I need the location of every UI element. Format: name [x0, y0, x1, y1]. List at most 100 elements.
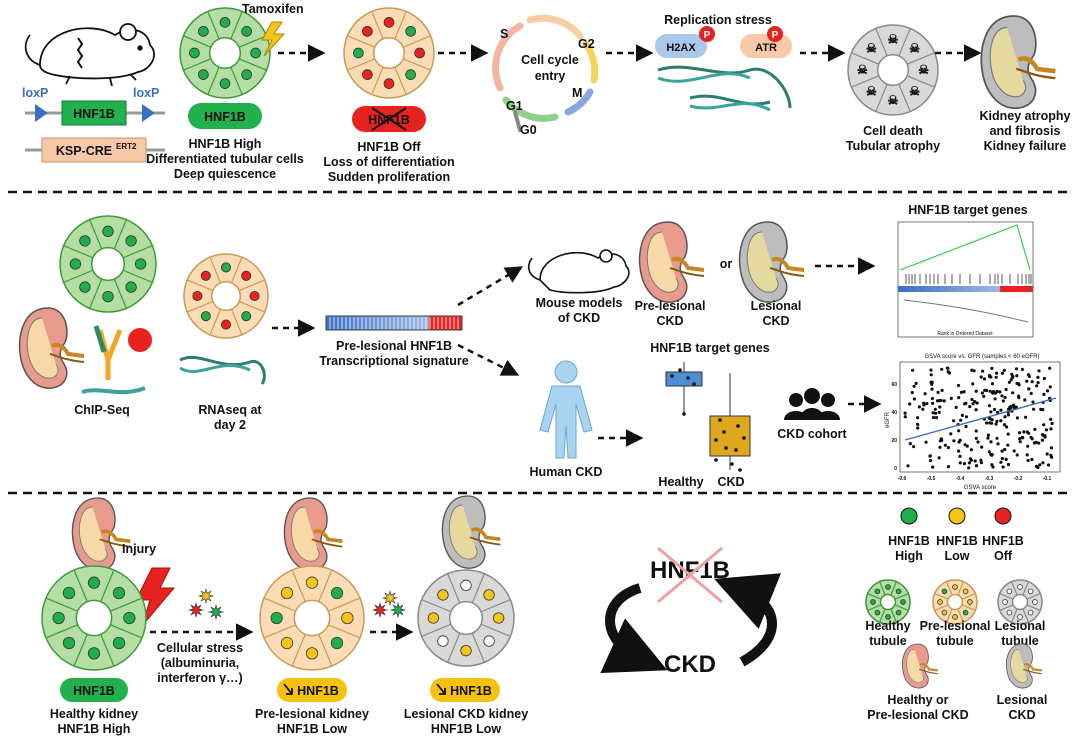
scatter-ylabel: eGFR [885, 411, 891, 428]
prelesional-line2: CKD [656, 314, 683, 328]
tubule-lumen [372, 36, 406, 70]
scatter-fit-line [904, 397, 1057, 441]
loop-ckd-label: CKD [664, 651, 716, 678]
legend-tubule3-line1: Lesional [995, 619, 1046, 633]
cell-nucleus [962, 588, 969, 595]
tubule-lumen [208, 36, 242, 70]
tubule-off-top [343, 7, 435, 99]
cell-nucleus [79, 235, 91, 247]
kidney-lesional-bottom-icon [441, 495, 501, 569]
legend-high-line2: High [895, 549, 923, 563]
cell-nucleus [405, 26, 416, 37]
tubule-lumen [876, 53, 910, 87]
cell-nucleus [192, 290, 203, 302]
cell-nucleus [270, 611, 283, 625]
cell-nucleus [874, 609, 881, 616]
tamoxifen-label: Tamoxifen [242, 2, 304, 16]
skull-icon: ☠ [909, 41, 921, 55]
arrow-to-mouse-models [457, 266, 524, 307]
phase-s: S [500, 27, 508, 41]
lesional-line2: CKD [762, 314, 789, 328]
cell-nucleus [1006, 588, 1013, 595]
tubule-lumen [448, 600, 484, 636]
cell-nucleus [241, 26, 252, 37]
cell-nucleus [250, 47, 261, 59]
off-caption-line1: HNF1B Off [357, 140, 421, 154]
stress-star [389, 601, 407, 619]
skull-icon: ☠ [887, 32, 899, 46]
stress-star [371, 601, 389, 619]
cell-nucleus [280, 586, 294, 600]
loxp-left-label: loxP [22, 86, 48, 100]
tubule-lumen [210, 280, 242, 312]
legend-kidney1-line1: Healthy or [887, 693, 948, 707]
cell-nucleus [280, 636, 294, 650]
scatter-xtick: -0.3 [985, 476, 994, 482]
high-caption-line2: Differentiated tubular cells [146, 152, 304, 166]
cell-nucleus [305, 576, 319, 589]
legend-tubule-prelesional [932, 579, 978, 625]
death-caption-line1: Cell death [863, 124, 923, 138]
cell-nucleus [941, 609, 948, 616]
stress-line3: interferon γ…) [157, 671, 242, 685]
cell-nucleus [220, 319, 232, 330]
off-caption-line2: Loss of differentiation [323, 155, 454, 169]
gsea-xlabel: Rank in Ordered Dataset [937, 331, 993, 337]
off-caption-line3: Sudden proliferation [328, 170, 450, 184]
cell-nucleus [895, 609, 902, 616]
signature-line2: Transcriptional signature [319, 354, 468, 368]
hnf1b-gene-box [61, 100, 127, 126]
prelesional-caption-line1: Pre-lesional kidney [255, 707, 369, 721]
kidney-caption-line2: and fibrosis [990, 124, 1061, 138]
healthy-caption-line2: HNF1B High [58, 722, 131, 736]
cell-nucleus [952, 584, 958, 590]
mouse-model-icon [527, 249, 630, 294]
cell-nucleus [941, 588, 948, 595]
tubule-lesional-bottom [417, 569, 515, 667]
cell-nucleus [62, 636, 76, 650]
hnf1b-high-pill [188, 103, 262, 129]
ksp-cre-box [41, 137, 147, 163]
lesional-pill [430, 678, 500, 702]
lesional-pill-label: HNF1B [450, 684, 492, 698]
gsea-hit-bars [905, 274, 1032, 284]
or-label: or [720, 257, 733, 271]
cell-nucleus [123, 611, 136, 625]
tubule-lumen [293, 599, 331, 637]
cell-nucleus [102, 290, 114, 303]
scatter-xtick: -0.4 [956, 476, 965, 482]
cell-nucleus [483, 635, 495, 647]
box-healthy [665, 371, 703, 387]
stress-star [187, 601, 205, 619]
h2ax-pill [655, 34, 707, 58]
people-group-icon [784, 388, 840, 420]
tubule-rnaseq-mid [183, 253, 269, 339]
prelesional-pill [277, 678, 347, 702]
cell-nucleus [1027, 588, 1034, 595]
scatter-ytick: 60 [891, 382, 897, 388]
skull-icon: ☠ [857, 63, 869, 77]
injury-label: Injury [122, 542, 156, 556]
rna-helix-icon [179, 355, 266, 385]
kidney-chip-icon [18, 307, 85, 389]
legend-dot-low [948, 507, 966, 525]
cell-nucleus [962, 609, 969, 616]
cell-nucleus [87, 647, 101, 660]
stress-star [197, 587, 215, 605]
legend-dot-off [994, 507, 1012, 525]
stress-stars-icon-2 [371, 589, 407, 619]
legend-high-line1: HNF1B [888, 534, 930, 548]
cell-nucleus [967, 599, 973, 605]
tubule-healthy-top [179, 7, 271, 99]
ckd-axis-label: CKD [717, 475, 744, 489]
cell-nucleus [249, 290, 260, 302]
signature-bar-stripes [329, 317, 459, 329]
human-body-icon [539, 360, 593, 459]
cell-nucleus [219, 17, 231, 28]
scatter-xtick: -0.2 [1014, 476, 1023, 482]
kidney-lesional-icon [738, 221, 805, 303]
phospho-label-2: P [772, 30, 779, 41]
lesional-caption-line1: Lesional CKD kidney [404, 707, 528, 721]
cell-nucleus [1006, 609, 1013, 616]
